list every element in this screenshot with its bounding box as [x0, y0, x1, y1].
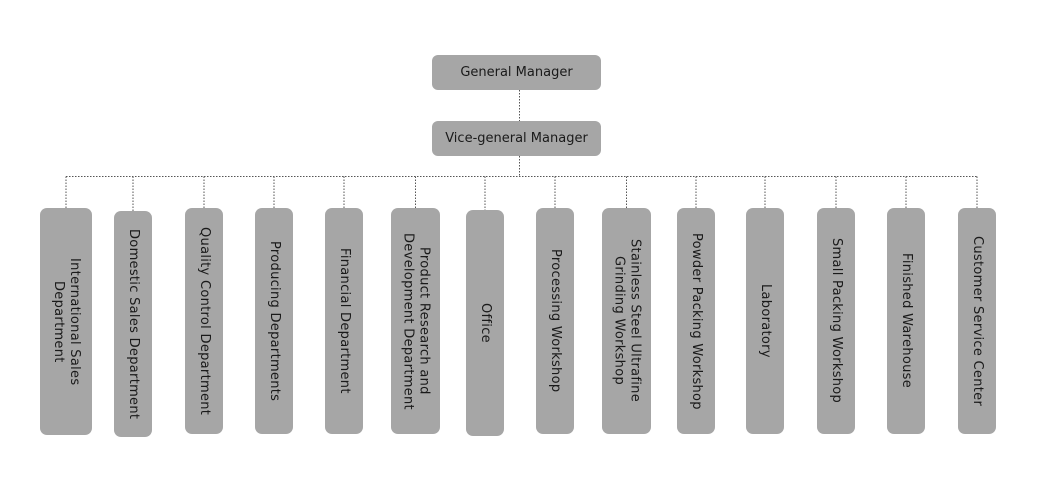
vice-general-manager-box: Vice-general Manager	[432, 121, 601, 156]
department-box-2: Domestic Sales Department	[114, 211, 152, 437]
department-box-5: Financial Department	[325, 208, 363, 434]
general-manager-label: General Manager	[460, 65, 573, 80]
department-label: Powder Packing Workshop	[689, 232, 704, 410]
department-box-3: Quality Control Department	[185, 208, 223, 434]
department-box-11: Laboratory	[746, 208, 784, 434]
vice-general-manager-label: Vice-general Manager	[445, 131, 588, 146]
department-box-13: Finished Warehouse	[887, 208, 925, 434]
general-manager-box: General Manager	[432, 55, 601, 90]
department-box-14: Customer Service Center	[958, 208, 996, 434]
department-box-4: Producing Departments	[255, 208, 293, 434]
department-box-12: Small Packing Workshop	[817, 208, 855, 434]
department-box-8: Processing Workshop	[536, 208, 574, 434]
department-label: Processing Workshop	[548, 249, 563, 393]
department-label: Domestic Sales Department	[126, 228, 141, 420]
department-label: Small Packing Workshop	[829, 238, 844, 404]
department-label: Office	[478, 303, 493, 343]
department-label: Producing Departments	[267, 240, 282, 402]
department-box-10: Powder Packing Workshop	[677, 208, 715, 434]
department-label: Customer Service Center	[970, 235, 985, 407]
department-label: Laboratory	[758, 284, 773, 358]
department-label: Quality Control Department	[197, 226, 212, 416]
department-label: Finished Warehouse	[899, 253, 914, 389]
department-label: Financial Department	[337, 248, 352, 394]
department-box-7: Office	[466, 210, 504, 436]
